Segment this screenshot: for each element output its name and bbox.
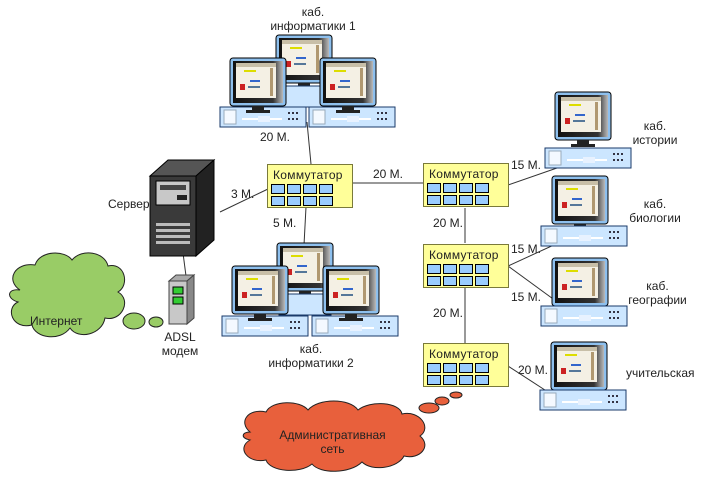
switch-port: [427, 276, 441, 286]
switch-port: [427, 264, 441, 274]
computer-group-lab2: [221, 242, 399, 337]
link-label-switch2-history: 15 М.: [511, 158, 542, 172]
label-line: Административная: [279, 428, 386, 442]
link-switch4-teachers: [507, 365, 549, 393]
link-label-switch3-geography: 15 М.: [511, 290, 542, 304]
link-label-switch2-switch3: 20 М.: [433, 216, 464, 230]
label-line: каб.: [643, 119, 667, 133]
switch-port: [287, 196, 301, 206]
switch-port: [459, 363, 473, 373]
label-biology: каб. биологии: [620, 197, 690, 225]
label-line: каб.: [643, 197, 667, 211]
link-label-server-switch1: 3 М.: [231, 187, 255, 201]
switch-ports: [427, 183, 491, 205]
label-line: биологии: [629, 211, 681, 225]
switch-label: Коммутатор: [429, 248, 499, 262]
switch-label: Коммутатор: [429, 347, 499, 361]
switch-port: [459, 375, 473, 385]
label-admin-network: Административная сеть: [270, 428, 395, 456]
switch-port: [271, 184, 285, 194]
switch-port: [427, 195, 441, 205]
link-server-switch1: [219, 188, 269, 213]
label-geography: каб. географии: [620, 279, 695, 307]
switch-port: [427, 363, 441, 373]
switch-port: [459, 195, 473, 205]
link-label-switch4-teachers: 20 М.: [518, 363, 549, 377]
computer-geography: [540, 257, 628, 327]
switch-port: [459, 276, 473, 286]
label-line: каб.: [301, 5, 325, 19]
switch-4: Коммутатор: [423, 343, 509, 387]
label-line: ADSL: [164, 330, 196, 344]
link-label-switch3-switch4: 20 М.: [433, 306, 464, 320]
computer-biology: [540, 175, 628, 247]
label-line: истории: [632, 133, 678, 147]
switch-ports: [271, 184, 335, 206]
links: [182, 121, 581, 393]
label-history: каб. истории: [620, 119, 690, 147]
server-icon: [148, 158, 216, 258]
label-line: модем: [161, 344, 199, 358]
switch-2: Коммутатор: [423, 163, 509, 207]
link-label-switch3-biology: 15 М.: [511, 242, 542, 256]
switch-port: [475, 363, 489, 373]
switch-port: [303, 196, 317, 206]
label-lab1: каб. информатики 1: [258, 5, 368, 33]
computer-group-lab1: [219, 34, 396, 128]
switch-3: Коммутатор: [423, 244, 509, 288]
switch-port: [443, 195, 457, 205]
computer-teachers: [539, 341, 627, 411]
label-line: географии: [628, 293, 687, 307]
link-switch1-lab1: [306, 121, 312, 165]
internet-cloud-icon: [9, 252, 164, 338]
switch-ports: [427, 264, 491, 286]
label-line: информатики 1: [270, 19, 356, 33]
switch-1: Коммутатор: [267, 164, 353, 208]
link-server-modem: [182, 252, 187, 277]
switch-port: [475, 264, 489, 274]
switch-port: [427, 183, 441, 193]
computer-history: [544, 91, 632, 169]
label-teachers: учительская: [626, 366, 695, 380]
switch-port: [319, 184, 333, 194]
link-label-switch1-switch2: 20 М.: [373, 167, 404, 181]
switch-port: [443, 264, 457, 274]
switch-label: Коммутатор: [273, 168, 343, 182]
switch-port: [475, 183, 489, 193]
link-label-switch1-lab2: 5 М.: [273, 216, 297, 230]
label-line: информатики 2: [268, 356, 354, 370]
switch-port: [443, 375, 457, 385]
switch-port: [443, 276, 457, 286]
label-modem: ADSL модем: [158, 330, 202, 358]
switch-ports: [427, 363, 491, 385]
switch-port: [459, 183, 473, 193]
switch-port: [475, 276, 489, 286]
switch-port: [303, 184, 317, 194]
label-line: каб.: [646, 279, 669, 293]
switch-port: [443, 363, 457, 373]
switch-port: [427, 375, 441, 385]
adsl-modem-icon: [167, 273, 196, 326]
link-label-switch1-lab1: 20 М.: [260, 130, 291, 144]
switch-port: [475, 375, 489, 385]
link-switch3-geography: [507, 265, 561, 305]
switch-port: [319, 196, 333, 206]
label-internet: Интернет: [30, 314, 83, 328]
switch-port: [475, 195, 489, 205]
label-line: сеть: [320, 442, 345, 456]
switch-port: [271, 196, 285, 206]
switch-port: [459, 264, 473, 274]
link-switch1-lab2: [303, 206, 307, 246]
switch-port: [287, 184, 301, 194]
admin-network-cloud-icon: [242, 391, 463, 472]
switch-label: Коммутатор: [429, 167, 499, 181]
label-server: Сервер: [108, 197, 150, 211]
label-lab2: каб. информатики 2: [256, 342, 366, 370]
switch-port: [443, 183, 457, 193]
label-line: каб.: [299, 342, 323, 356]
